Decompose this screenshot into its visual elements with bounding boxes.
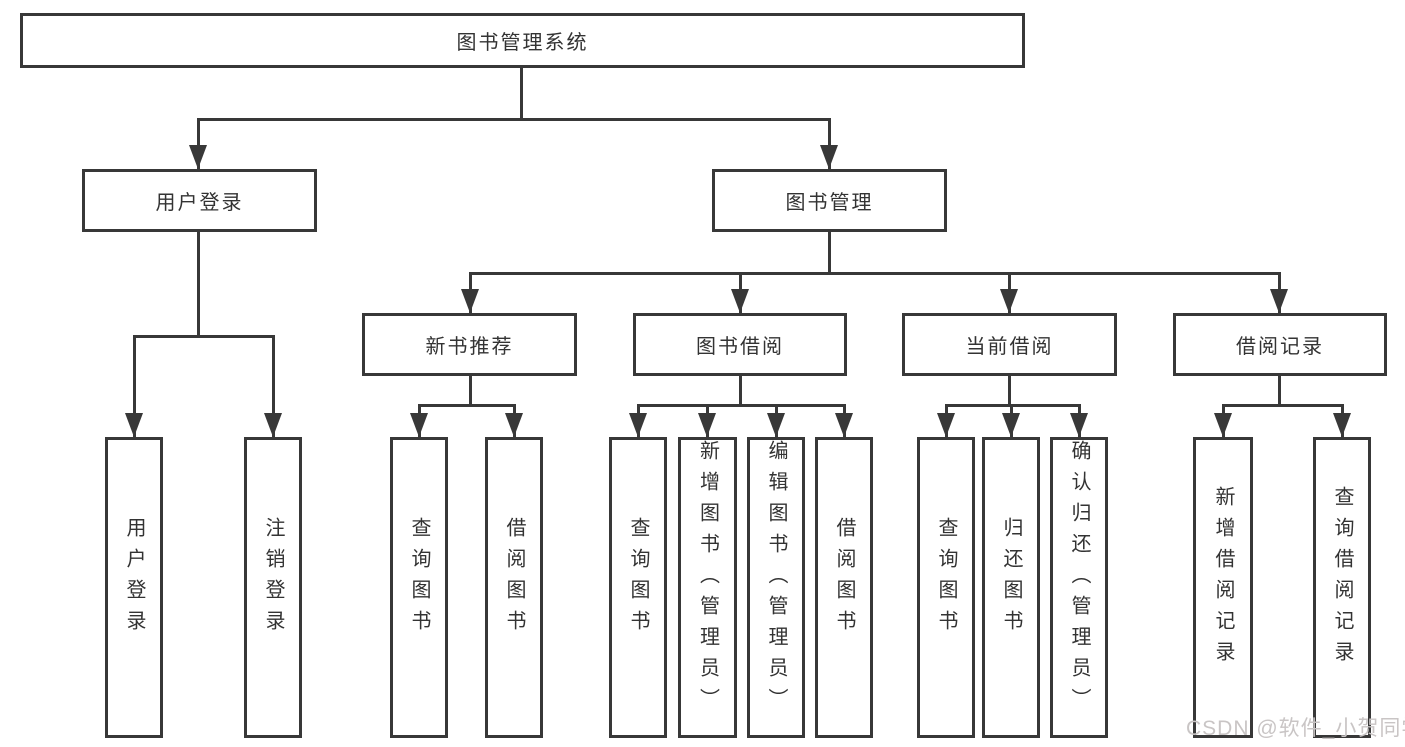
arrowhead-down-icon: [1002, 413, 1020, 437]
arrowhead-down-icon: [937, 413, 955, 437]
connector-line: [197, 118, 200, 169]
arrowhead-down-icon: [410, 413, 428, 437]
arrowhead-down-icon: [629, 413, 647, 437]
node-root: 图书管理系统: [20, 13, 1025, 68]
leaf-label: 查询图书: [408, 516, 430, 641]
node-book-management: 图书管理: [712, 169, 947, 232]
node-leaf-logout: 注销登录: [244, 437, 302, 738]
connector-line: [272, 335, 275, 437]
node-leaf-bb-add-books: 新增图书（管理员）: [678, 437, 737, 738]
node-leaf-nb-query-books: 查询图书: [390, 437, 448, 738]
connector-line: [133, 335, 136, 437]
arrowhead-down-icon: [505, 413, 523, 437]
node-leaf-cb-confirm-return: 确认归还（管理员）: [1050, 437, 1108, 738]
connector-line: [469, 376, 472, 405]
node-new-book-recommend: 新书推荐: [362, 313, 577, 376]
leaf-label: 查询借阅记录: [1331, 485, 1353, 672]
watermark: CSDN @软件_小贺同学: [1186, 717, 1405, 740]
arrowhead-down-icon: [731, 289, 749, 313]
connector-line: [469, 272, 1281, 275]
connector-line: [1278, 376, 1281, 405]
node-current-borrow: 当前借阅: [902, 313, 1117, 376]
leaf-label: 确认归还（管理员）: [1068, 440, 1090, 719]
leaf-label: 查询图书: [627, 516, 649, 641]
node-borrow-records: 借阅记录: [1173, 313, 1387, 376]
node-leaf-user-login: 用户登录: [105, 437, 163, 738]
node-leaf-bb-borrow-books: 借阅图书: [815, 437, 873, 738]
connector-line: [1222, 404, 1343, 407]
connector-line: [520, 68, 523, 119]
arrowhead-down-icon: [835, 413, 853, 437]
connector-line: [828, 118, 831, 169]
leaf-label: 归还图书: [1000, 516, 1022, 641]
arrowhead-down-icon: [1333, 413, 1351, 437]
arrowhead-down-icon: [461, 289, 479, 313]
arrowhead-down-icon: [189, 145, 207, 169]
arrowhead-down-icon: [264, 413, 282, 437]
connector-line: [133, 335, 274, 338]
arrowhead-down-icon: [767, 413, 785, 437]
arrowhead-down-icon: [820, 145, 838, 169]
node-user-login: 用户登录: [82, 169, 317, 232]
connector-line: [828, 232, 831, 273]
arrowhead-down-icon: [1000, 289, 1018, 313]
connector-line: [197, 232, 200, 336]
node-leaf-cb-return-books: 归还图书: [982, 437, 1040, 738]
connector-line: [197, 118, 831, 121]
connector-line: [637, 404, 845, 407]
node-leaf-bb-edit-books: 编辑图书（管理员）: [747, 437, 805, 738]
connector-line: [1008, 376, 1011, 405]
leaf-label: 编辑图书（管理员）: [765, 440, 787, 719]
arrowhead-down-icon: [125, 413, 143, 437]
leaf-label: 借阅图书: [503, 516, 525, 641]
connector-line: [418, 404, 516, 407]
leaf-label: 借阅图书: [833, 516, 855, 641]
arrowhead-down-icon: [1214, 413, 1232, 437]
node-leaf-nb-borrow-books: 借阅图书: [485, 437, 543, 738]
node-leaf-bb-query-books: 查询图书: [609, 437, 667, 738]
leaf-label: 新增借阅记录: [1212, 485, 1234, 672]
node-leaf-jl-query-record: 查询借阅记录: [1313, 437, 1371, 738]
node-book-borrow: 图书借阅: [633, 313, 847, 376]
leaf-label: 用户登录: [123, 516, 145, 641]
leaf-label: 新增图书（管理员）: [696, 440, 719, 719]
node-leaf-cb-query-books: 查询图书: [917, 437, 975, 738]
arrowhead-down-icon: [1270, 289, 1288, 313]
node-leaf-jl-add-record: 新增借阅记录: [1193, 437, 1253, 738]
leaf-label: 注销登录: [262, 516, 284, 641]
connector-line: [739, 376, 742, 405]
leaf-label: 查询图书: [935, 516, 957, 641]
arrowhead-down-icon: [698, 413, 716, 437]
arrowhead-down-icon: [1070, 413, 1088, 437]
